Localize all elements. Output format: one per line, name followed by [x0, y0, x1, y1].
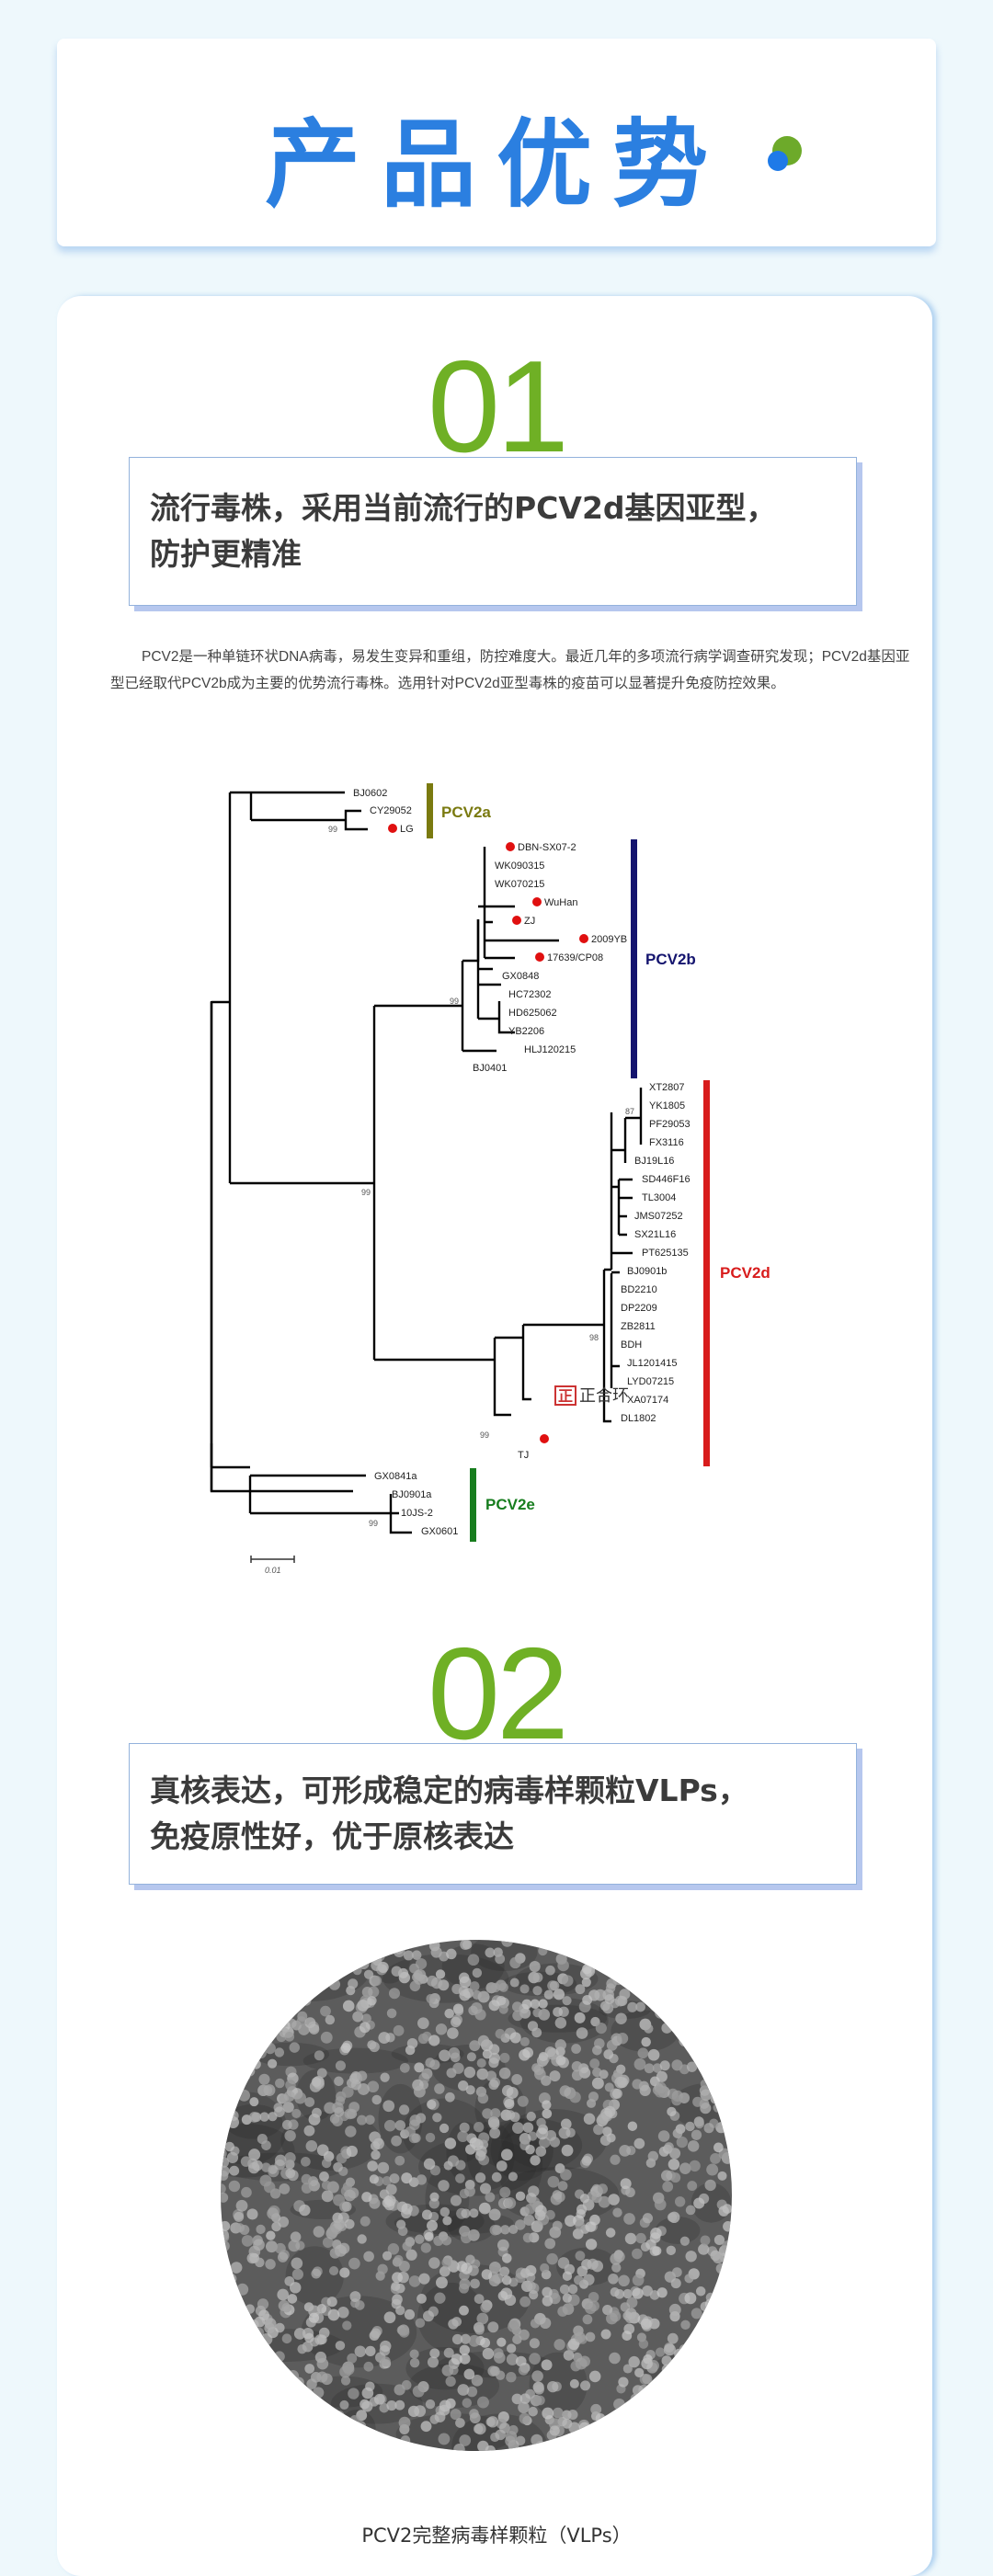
taxon-label: LG: [400, 824, 414, 835]
headline-line: 免疫原性好，优于原核表达: [150, 1818, 514, 1854]
section-number: 02: [428, 1621, 569, 1767]
headline-box: 真核表达，可形成稳定的病毒样颗粒VLPs， 免疫原性好，优于原核表达: [129, 1743, 857, 1885]
taxon-label: 2009YB: [591, 934, 627, 945]
svg-text:正: 正: [558, 1389, 573, 1405]
svg-text:正合环: 正合环: [579, 1386, 629, 1405]
headline-line: 流行毒株，采用当前流行的PCV2d基因亚型，: [150, 490, 777, 526]
branch: [478, 967, 501, 1020]
taxon-label: YK1805: [649, 1100, 685, 1111]
image-caption: PCV2完整病毒样颗粒（VLPs）: [361, 2525, 632, 2547]
vlp-micrograph: [221, 1940, 732, 2451]
taxon-label: PT625135: [642, 1248, 689, 1259]
taxon-label: WK070215: [495, 879, 544, 890]
branch: [478, 905, 559, 960]
taxon-label: GX0841a: [374, 1471, 417, 1482]
vlp-particles: [221, 1940, 732, 2451]
taxon-label: BJ0901b: [627, 1266, 667, 1277]
taxon-label: BJ0401: [473, 1063, 507, 1074]
clade-bar-pcv2b: [631, 839, 637, 1078]
taxon-label: XA07174: [627, 1395, 668, 1406]
clade-label: PCV2a: [441, 804, 491, 821]
taxon-label: FX3116: [649, 1137, 684, 1148]
clade-label: PCV2e: [485, 1496, 535, 1513]
highlight-dot: [540, 1434, 549, 1443]
taxon-label: JL1201415: [627, 1358, 677, 1369]
taxon-label: BD2210: [621, 1284, 657, 1295]
branch: [210, 1002, 353, 1493]
taxon-label: WK090315: [495, 861, 544, 872]
branch: [250, 1474, 412, 1534]
headline-line: 防护更精准: [150, 536, 302, 572]
bootstrap-label: 99: [328, 825, 337, 834]
taxon-label: GX0848: [502, 971, 539, 982]
clade-label: PCV2d: [720, 1264, 770, 1282]
bootstrap-label: 99: [369, 1519, 378, 1528]
bootstrap-label: 99: [361, 1188, 371, 1197]
bootstrap-label: 98: [589, 1333, 599, 1342]
branch: [493, 1338, 511, 1417]
branch: [251, 809, 368, 831]
highlight-dot: [535, 952, 544, 962]
bootstrap-label: 87: [625, 1107, 634, 1116]
highlight-dot: [512, 916, 521, 925]
headline-line: 真核表达，可形成稳定的病毒样颗粒VLPs，: [150, 1772, 748, 1808]
taxon-label: BJ19L16: [634, 1156, 674, 1167]
page-title: 产品优势: [264, 108, 728, 221]
taxon-label: DP2209: [621, 1303, 657, 1314]
watermark: 正 正合环: [554, 1385, 629, 1406]
taxon-label: CY29052: [370, 805, 412, 816]
section-number: 01: [428, 334, 569, 480]
taxon-label: SD446F16: [642, 1174, 691, 1185]
taxon-label: BJ0901a: [392, 1489, 432, 1500]
taxon-label: TJ: [518, 1450, 529, 1461]
title-card: 产品优势: [57, 39, 936, 246]
description-paragraph: PCV2是一种单链环状DNA病毒，易发生变异和重组，防控难度大。最近几年的多项流…: [110, 649, 910, 691]
blue-dot-icon: [768, 151, 788, 171]
taxon-label: TL3004: [642, 1192, 676, 1203]
branch: [604, 1268, 613, 1388]
taxon-label: SX21L16: [634, 1229, 676, 1240]
taxon-label: 17639/CP08: [547, 952, 603, 963]
highlight-dot: [506, 842, 515, 851]
taxon-label: BDH: [621, 1339, 642, 1351]
taxon-label: HC72302: [508, 989, 551, 1000]
bootstrap-label: 99: [480, 1430, 489, 1440]
taxon-label: 10JS-2: [401, 1508, 433, 1519]
clade-label: PCV2b: [645, 951, 696, 968]
headline-box: 流行毒株，采用当前流行的PCV2d基因亚型， 防护更精准: [129, 457, 857, 606]
highlight-dot: [579, 934, 588, 943]
branch: [611, 1178, 633, 1237]
branch: [521, 1325, 531, 1401]
tree-branches: [210, 791, 643, 1534]
taxon-label: ZB2811: [621, 1321, 656, 1332]
bootstrap-label: 99: [450, 997, 459, 1006]
clade-bar-pcv2a: [427, 783, 433, 838]
scale-bar-label: 0.01: [265, 1566, 281, 1575]
highlight-dot: [388, 824, 397, 833]
taxon-label: ZJ: [524, 916, 535, 927]
taxon-label: DL1802: [621, 1413, 656, 1424]
branch: [602, 1270, 611, 1423]
clade-bar-pcv2e: [470, 1468, 476, 1542]
scale-bar: [250, 1556, 295, 1563]
clade-bar-pcv2d: [703, 1080, 710, 1466]
highlight-dot: [532, 897, 542, 906]
taxon-label: WuHan: [544, 897, 577, 908]
taxon-label: BJ0602: [353, 788, 387, 799]
taxon-label: GX0601: [421, 1526, 458, 1537]
branch: [497, 1001, 515, 1034]
taxon-label: DBN-SX07-2: [518, 842, 576, 853]
taxon-label: YB2206: [508, 1026, 544, 1037]
taxon-label: PF29053: [649, 1119, 691, 1130]
taxon-label: XT2807: [649, 1082, 685, 1093]
taxon-label: JMS07252: [634, 1211, 683, 1222]
branch: [611, 1271, 620, 1368]
branch: [611, 1118, 627, 1163]
taxon-label: LYD07215: [627, 1376, 674, 1387]
taxon-label: HD625062: [508, 1008, 557, 1019]
taxon-label: HLJ120215: [524, 1044, 576, 1055]
